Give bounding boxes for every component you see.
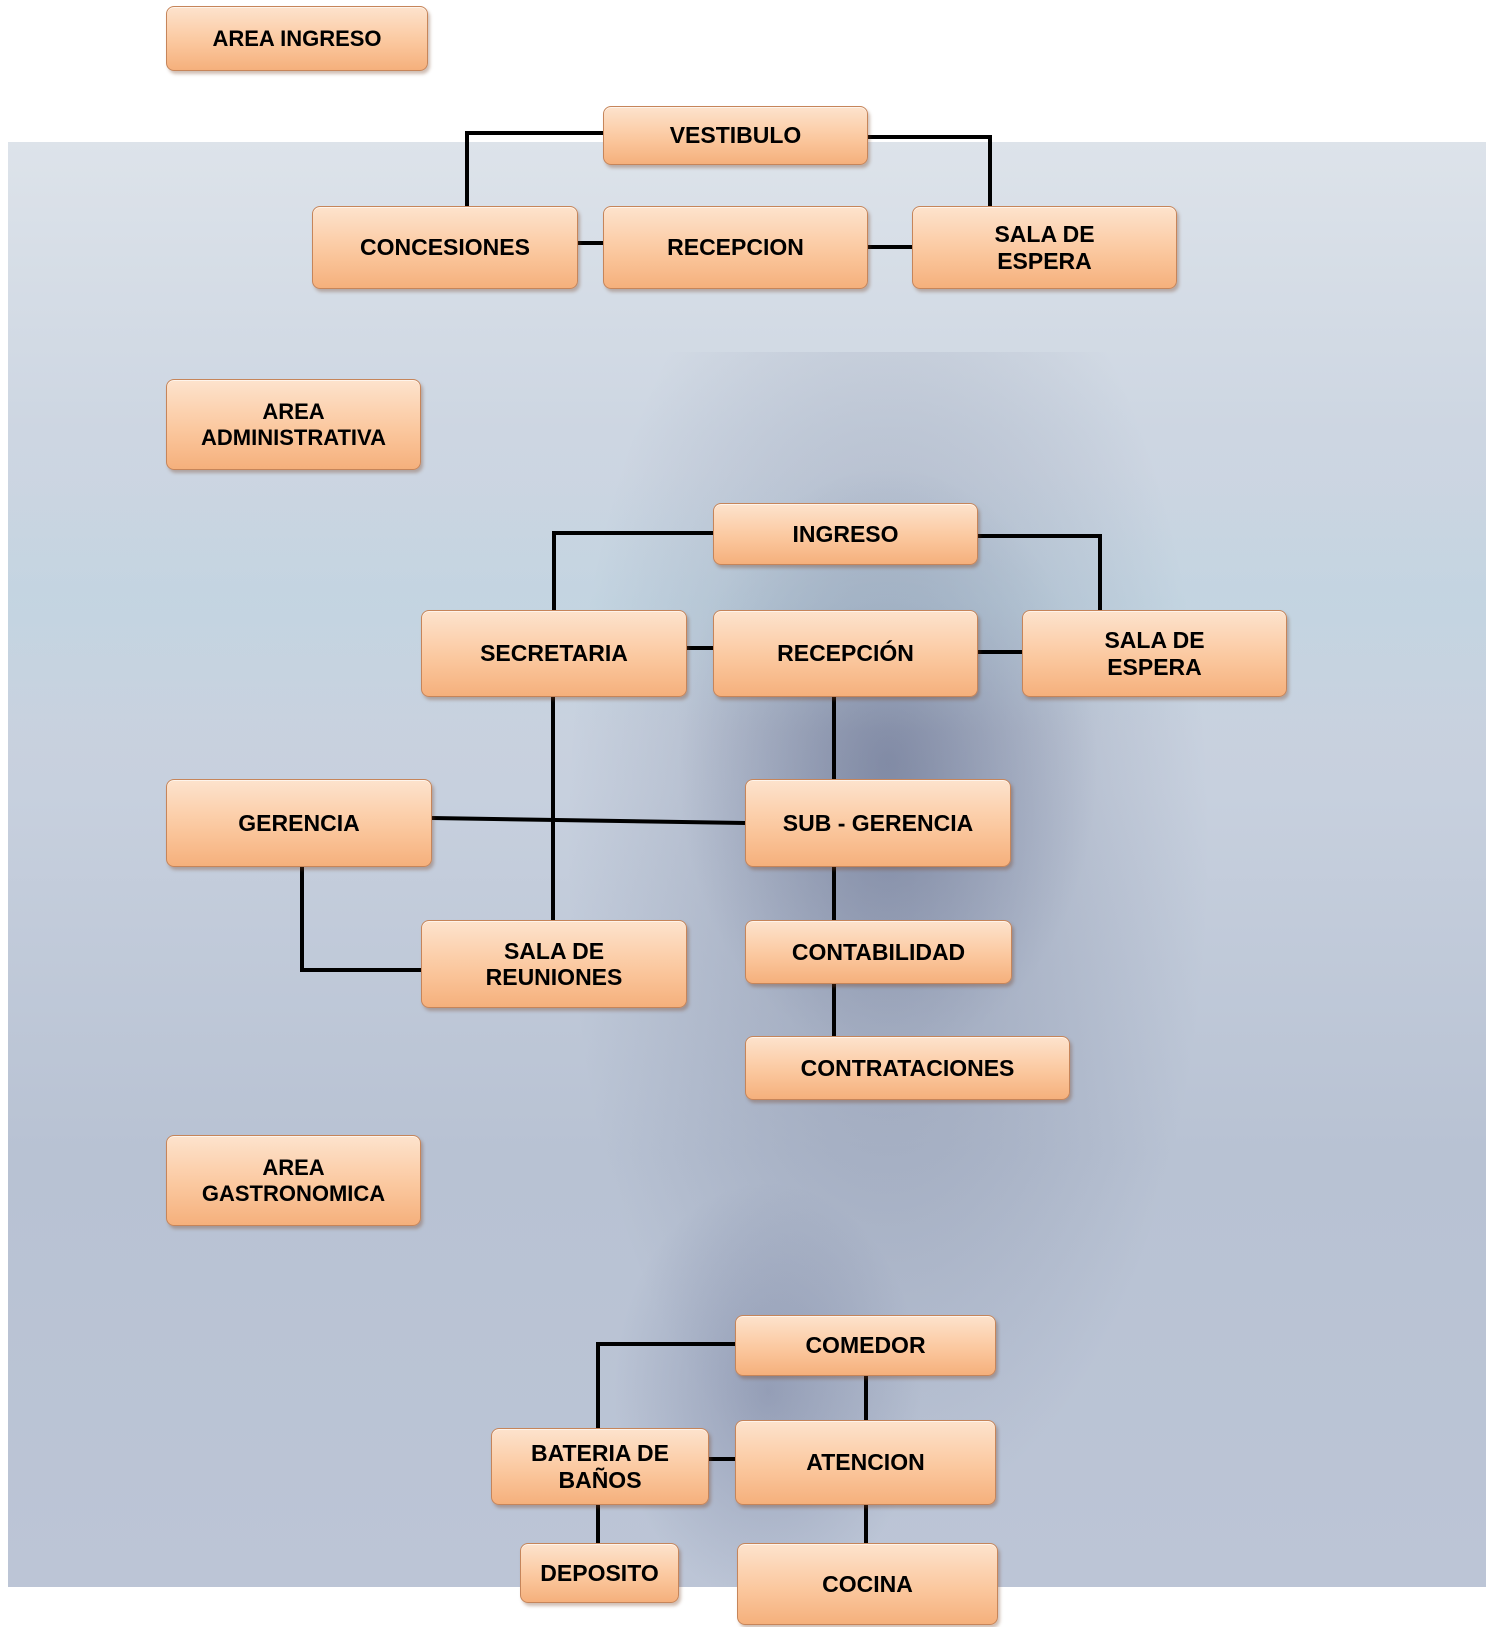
area-gastronomica-title: AREA GASTRONOMICA [166,1135,421,1226]
node-contabilidad: CONTABILIDAD [745,920,1012,984]
line-vestibulo-concesiones [465,131,603,206]
background-photo [8,142,1486,1587]
node-contrataciones: CONTRATACIONES [745,1036,1070,1100]
node-ingreso: INGRESO [713,503,978,565]
node-gerencia: GERENCIA [166,779,432,867]
node-sala-espera-adm: SALA DE ESPERA [1022,610,1287,697]
area-administrativa-title: AREA ADMINISTRATIVA [166,379,421,470]
node-sala-espera: SALA DE ESPERA [912,206,1177,289]
node-recepcion: RECEPCION [603,206,868,289]
node-comedor: COMEDOR [735,1315,996,1376]
node-sub-gerencia: SUB - GERENCIA [745,779,1011,867]
node-sala-reuniones: SALA DE REUNIONES [421,920,687,1008]
node-bateria-banos: BATERIA DE BAÑOS [491,1428,709,1505]
node-atencion: ATENCION [735,1420,996,1505]
line-ingreso-secretaria [552,531,713,610]
node-recepcion-adm: RECEPCIÓN [713,610,978,697]
line-gerencia-sala-reuniones [300,867,422,972]
line-ingreso-sala-espera [978,534,1102,610]
node-secretaria: SECRETARIA [421,610,687,697]
node-deposito: DEPOSITO [520,1543,679,1603]
area-ingreso-title: AREA INGRESO [166,6,428,71]
node-concesiones: CONCESIONES [312,206,578,289]
node-cocina: COCINA [737,1543,998,1625]
line-vestibulo-sala-espera [868,135,992,206]
line-gerencia-subgerencia [431,816,746,825]
line-comedor-banos [596,1342,735,1428]
node-vestibulo: VESTIBULO [603,106,868,165]
